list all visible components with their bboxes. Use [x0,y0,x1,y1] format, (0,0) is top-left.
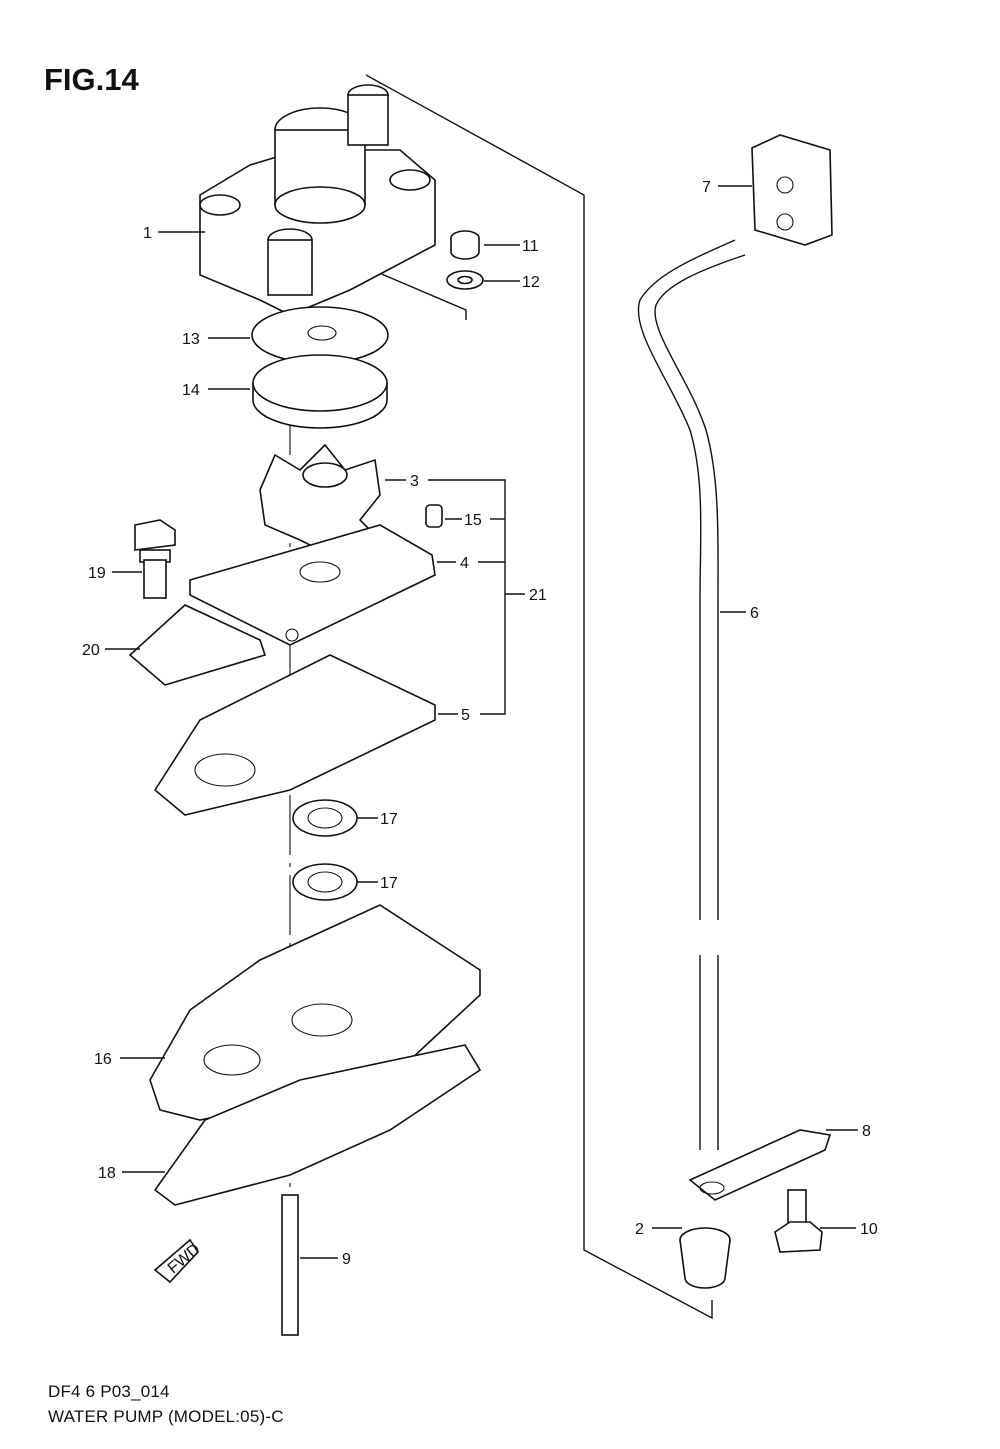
diagram-caption: WATER PUMP (MODEL:05)-C [48,1407,284,1426]
callout-18: 18 [98,1165,165,1182]
tube-grommet-part [679,1227,731,1289]
nut-part [450,230,480,260]
callout-2: 2 [635,1221,682,1238]
oil-seal-lower-part [292,863,358,901]
assembly-bracket-line [365,74,713,1320]
bolt-part [134,519,176,599]
svg-text:17: 17 [380,811,398,828]
svg-text:21: 21 [529,587,547,604]
callout-15: 15 [445,512,482,529]
stud-part [281,1194,299,1336]
pump-gasket-part [153,654,436,816]
callout-5: 5 [438,707,470,724]
lower-gasket-part [153,1044,482,1206]
svg-text:17: 17 [380,875,398,892]
svg-text:20: 20 [82,642,100,659]
svg-text:5: 5 [461,707,470,724]
key-part [425,504,443,528]
svg-text:11: 11 [522,238,539,255]
svg-text:19: 19 [88,565,106,582]
callout-12: 12 [484,274,540,291]
pump-case-part [199,84,436,316]
callout-21: 21 [428,479,547,715]
oil-seal-upper-part [292,799,358,837]
gasket-part [128,604,267,686]
water-tube-part [637,239,746,1150]
svg-text:1: 1 [143,225,152,242]
callout-4: 4 [437,555,469,572]
callout-16: 16 [94,1051,165,1068]
callout-17-upper: 17 [357,811,398,828]
plate-part [688,1129,832,1201]
svg-text:12: 12 [522,274,540,291]
diagram-code: DF4 6 P03_014 [48,1382,170,1401]
callout-19: 19 [88,565,142,582]
svg-text:2: 2 [635,1221,644,1238]
impeller-part [259,443,381,551]
callout-14: 14 [182,382,250,399]
callout-20: 20 [82,642,140,659]
callout-1: 1 [143,225,205,242]
callout-3: 3 [385,473,419,490]
svg-text:7: 7 [702,179,711,196]
svg-text:15: 15 [464,512,482,529]
callout-7: 7 [702,179,752,196]
flange-bolt-part [774,1189,823,1253]
svg-text:10: 10 [860,1221,878,1238]
callout-13: 13 [182,331,250,348]
callout-11: 11 [484,238,539,255]
svg-text:3: 3 [410,473,419,490]
callout-6: 6 [720,605,759,622]
figure-title: FIG.14 [44,62,139,97]
svg-text:8: 8 [862,1123,871,1140]
grommet-part [751,134,833,246]
callout-9: 9 [300,1251,351,1268]
lower-pump-case-part [149,904,481,1121]
svg-text:4: 4 [460,555,469,572]
svg-text:13: 13 [182,331,200,348]
lower-plate-part [189,524,436,646]
pump-liner-part [252,354,388,429]
washer-part [446,270,484,290]
callout-8: 8 [826,1123,871,1140]
forward-direction-marker: FWD [153,1238,204,1284]
svg-text:6: 6 [750,605,759,622]
svg-text:9: 9 [342,1251,351,1268]
callout-17-lower: 17 [357,875,398,892]
svg-text:14: 14 [182,382,200,399]
callout-10: 10 [820,1221,878,1238]
svg-text:18: 18 [98,1165,116,1182]
svg-text:16: 16 [94,1051,112,1068]
